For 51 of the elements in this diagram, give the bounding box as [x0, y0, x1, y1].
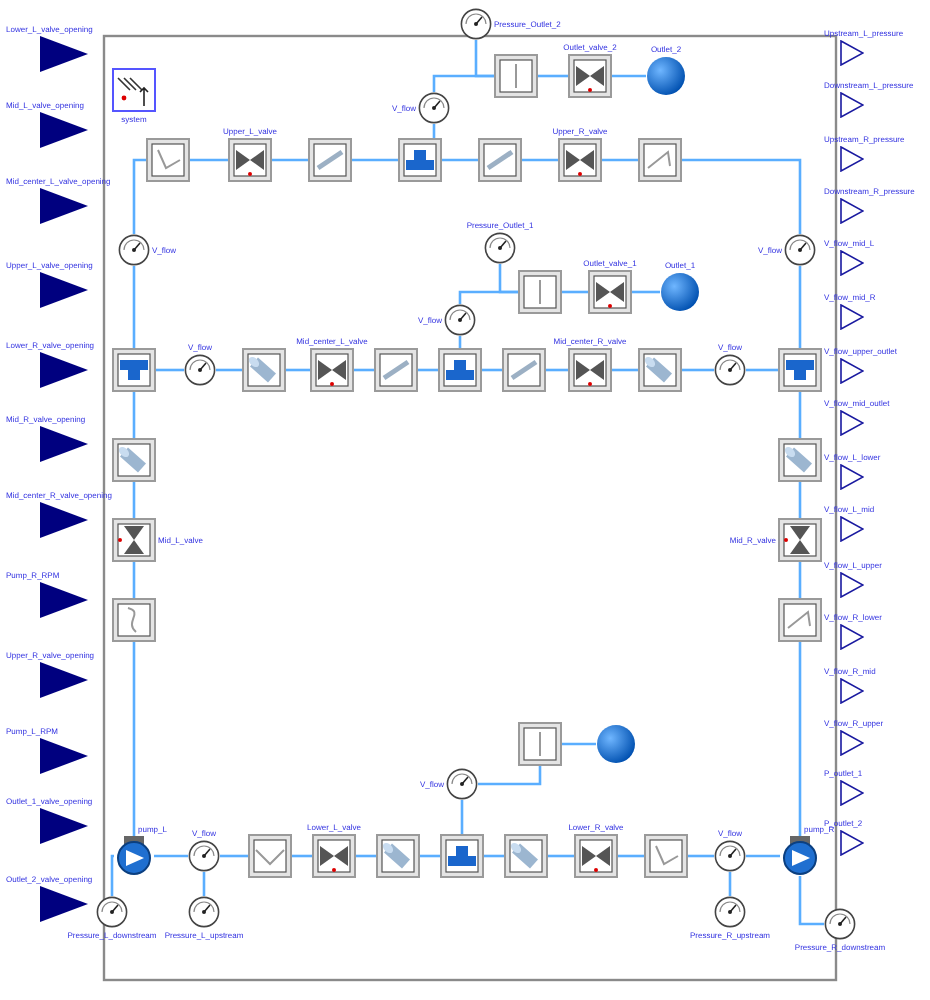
pipe-connection: [420, 854, 440, 858]
pipe-connection: [442, 158, 478, 162]
pipe-connection: [498, 264, 518, 294]
pipe-connection: [220, 854, 248, 858]
pipe-connection: [728, 872, 732, 896]
pipe-connection: [418, 368, 438, 372]
pipe-connection: [612, 74, 646, 78]
pipe-connection: [484, 854, 504, 858]
pipe-connection: [482, 368, 502, 372]
pipe-connection: [202, 872, 206, 896]
pipe-connection: [632, 290, 660, 294]
pipe-connection: [538, 74, 568, 78]
pipe-connection: [562, 742, 596, 746]
pipe-connection: [154, 854, 188, 858]
pipe-connection: [132, 562, 136, 598]
pipe-connection: [352, 158, 398, 162]
pipe-connection: [110, 854, 115, 896]
pipe-connection: [292, 854, 312, 858]
pipe-connection: [272, 158, 308, 162]
pipe-connection: [460, 800, 464, 834]
pipe-connection: [798, 482, 802, 518]
pipe-connection: [286, 368, 310, 372]
pipe-connection: [548, 854, 574, 858]
pipe-connection: [132, 642, 136, 836]
pipe-connection: [190, 158, 228, 162]
pipe-connection: [216, 368, 242, 372]
pipe-connection: [798, 392, 802, 438]
pipe-connection: [612, 368, 638, 372]
pipe-connection: [132, 266, 136, 348]
pipe-connection: [354, 368, 374, 372]
pipe-connection: [682, 368, 714, 372]
pipe-connection: [474, 40, 494, 78]
pipe-connection: [156, 368, 184, 372]
pipe-connection: [562, 290, 588, 294]
pipe-connection: [618, 854, 644, 858]
pipe-connection: [546, 368, 568, 372]
pipe-connection: [356, 854, 376, 858]
pipe-connection: [682, 158, 802, 234]
pipe-connection: [798, 266, 802, 348]
pipe-connection: [132, 482, 136, 518]
pipe-connection: [798, 642, 802, 836]
pipe-connection: [746, 854, 780, 858]
pipe-connection: [746, 368, 778, 372]
pipe-connection: [478, 766, 542, 786]
pipe-connection: [688, 854, 714, 858]
pipe-connection: [602, 158, 638, 162]
pipe-connection: [132, 392, 136, 438]
pipe-connection: [798, 876, 824, 926]
pipe-connection: [522, 158, 558, 162]
pipe-connection: [798, 562, 802, 598]
pipe-connection: [132, 158, 146, 234]
